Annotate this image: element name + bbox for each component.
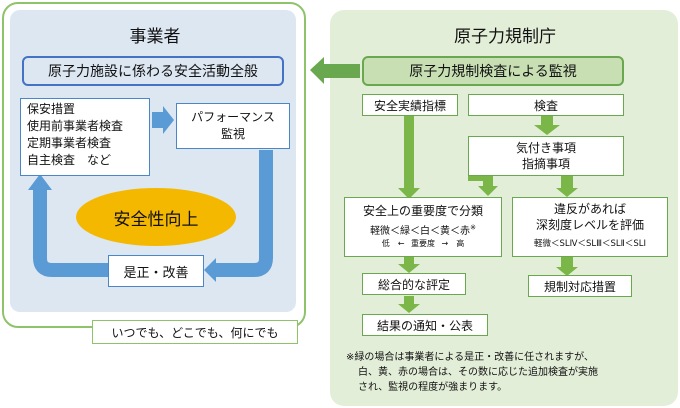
axis-high: → 高 [441,239,465,248]
severity-line1: 違反があれば [553,202,626,216]
safety-improvement-ellipse: 安全性向上 [76,188,236,246]
importance-axis: 低 ← 重要度 → 高 [345,238,501,249]
overall-to-notice-line [404,296,414,306]
operator-title: 事業者 [129,26,181,47]
footnote-line: 白、黄、赤の場合は、その数に応じた追加検査が実施 [358,367,598,378]
finding-indicated: 指摘事項 [521,157,570,171]
operator-banner: 原子力施設に係わる安全活動全般 [22,56,284,86]
findings-box: 気付き事項 指摘事項 [468,136,624,176]
finding-awareness: 気付き事項 [515,141,576,155]
importance-scale-text: 軽微＜緑＜白＜黄＜赤 [370,226,471,237]
footnote-line: され、監視の程度が強まります。 [358,382,508,393]
regulatory-response-box: 規制対応措置 [528,275,632,297]
findings-to-severity-line [561,175,573,189]
monitor-arrow [310,57,360,84]
activity-item: 使用前事業者検査 [27,119,124,133]
importance-to-overall-line [404,256,414,266]
importance-scale-mark: ※ [470,223,476,232]
importance-scale: 軽微＜緑＜白＜黄＜赤※ [345,222,501,237]
inspection-to-findings-line [541,116,553,126]
indicator-to-importance-line [404,114,414,190]
activity-item: 保安措置 [27,102,76,116]
activity-item: 自主検査 など [27,153,112,167]
correction-box: 是正・改善 [108,255,204,287]
monitoring-label: 監視 [220,127,245,141]
severity-to-response-line [561,256,573,268]
performance-to-correction-arrow [215,150,273,277]
severity-box: 違反があれば 深刻度レベルを評価 軽微＜SLⅣ＜SLⅢ＜SLⅡ＜SLⅠ [512,197,668,257]
activity-item: 定期事業者検査 [27,136,112,150]
performance-label: パフォーマンス [191,110,275,124]
safety-indicator-box: 安全実績指標 [362,94,458,116]
regulator-title: 原子力規制庁 [454,26,556,47]
performance-monitoring-box: パフォーマンス 監視 [176,103,290,149]
footnote: ※緑の場合は事業者による是正・改善に任されますが、 白、黄、赤の場合は、その数に… [346,350,676,395]
axis-low: 低 ← [381,239,405,248]
importance-title: 安全上の重要度で分類 [362,204,483,218]
anytime-label: いつでも、どこでも、何にでも [92,320,298,344]
severity-line2: 深刻度レベルを評価 [535,218,644,232]
activities-box: 保安措置 使用前事業者検査 定期事業者検査 自主検査 など [20,98,150,176]
overall-evaluation-box: 総合的な評定 [362,273,466,295]
footnote-line: ※緑の場合は事業者による是正・改善に任されますが、 [346,352,594,363]
severity-scale: 軽微＜SLⅣ＜SLⅢ＜SLⅡ＜SLⅠ [534,239,646,249]
importance-box: 安全上の重要度で分類 軽微＜緑＜白＜黄＜赤※ 低 ← 重要度 → 高 [344,197,502,257]
correction-to-activities-arrow [33,188,108,277]
activities-to-performance-arrow [152,106,174,134]
findings-to-importance-line [468,171,493,188]
axis-mid: 重要度 [411,239,435,248]
regulator-banner: 原子力規制検査による監視 [362,56,624,86]
inspection-box: 検査 [468,94,624,116]
notification-box: 結果の通知・公表 [362,314,488,336]
